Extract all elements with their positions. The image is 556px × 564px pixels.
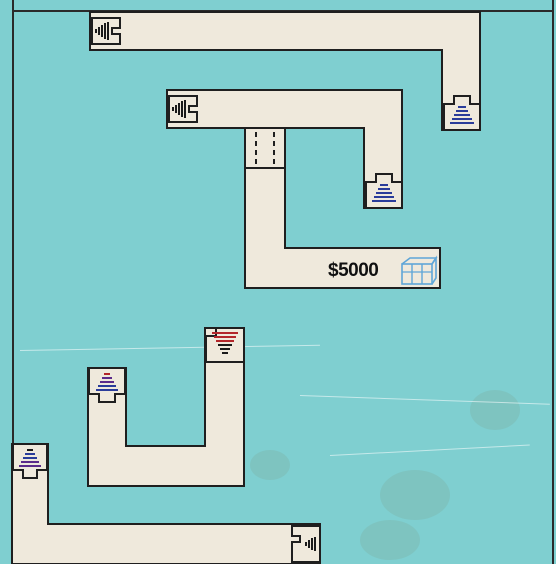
price-label: $5000 [328,260,378,282]
bridge-crossing-icon[interactable] [245,128,285,168]
stacked-cone-marker-icon[interactable] [292,526,320,562]
